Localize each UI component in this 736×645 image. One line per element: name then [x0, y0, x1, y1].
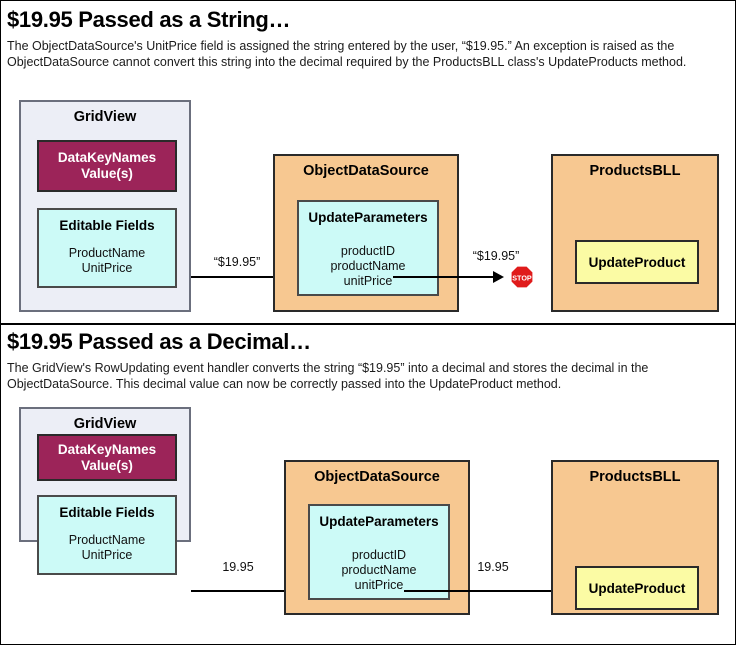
updateparameters-list-2: productID productName unitPrice — [310, 548, 448, 593]
update-parameter-item: productID — [351, 548, 407, 562]
editable-fields-title-1: Editable Fields — [59, 218, 155, 233]
gridview-title-2: GridView — [73, 416, 137, 432]
stop-sign-icon: STOP — [510, 265, 535, 290]
update-parameter-item: productID — [340, 244, 396, 258]
gridview-box-2: GridView DataKeyNames Value(s) Editable … — [19, 407, 191, 575]
editable-fields-title-2: Editable Fields — [59, 505, 155, 520]
datakeynames-line-1: DataKeyNames — [57, 441, 157, 457]
update-parameter-item: unitPrice — [354, 578, 404, 592]
arrow-head-1-2 — [493, 271, 504, 283]
section-1-title: $19.95 Passed as a String… — [7, 7, 291, 32]
arrow-label-2-1: 19.95 — [222, 560, 254, 574]
update-parameter-item: unitPrice — [343, 274, 393, 288]
editable-fields-list-2: ProductName UnitPrice — [39, 533, 175, 563]
datakeynames-line-2: Value(s) — [81, 457, 133, 473]
update-parameter-item: productName — [341, 563, 417, 577]
editable-field-item: UnitPrice — [81, 548, 133, 562]
productsbll-title-2: ProductsBLL — [589, 469, 681, 485]
svg-text:STOP: STOP — [512, 273, 532, 282]
updateproduct-box-2: UpdateProduct — [575, 566, 699, 610]
updateproduct-label-1: UpdateProduct — [588, 254, 686, 270]
section-string-case: $19.95 Passed as a String… The ObjectDat… — [1, 1, 735, 323]
editable-field-item: UnitPrice — [81, 261, 133, 275]
gridview-title-1: GridView — [73, 109, 137, 125]
updateparameters-title-1: UpdateParameters — [308, 210, 428, 225]
arrow-line-1-1 — [191, 276, 329, 278]
editable-fields-list-1: ProductName UnitPrice — [39, 246, 175, 276]
objectdatasource-title-2: ObjectDataSource — [314, 469, 440, 485]
editable-fields-box-1: Editable Fields ProductName UnitPrice — [37, 208, 177, 288]
datakeynames-box-2: DataKeyNames Value(s) — [37, 434, 177, 481]
arrow-label-1-1: “$19.95” — [213, 255, 261, 269]
section-2-title: $19.95 Passed as a Decimal… — [7, 329, 311, 354]
editable-field-item: ProductName — [68, 246, 146, 260]
arrow-line-2-2 — [404, 590, 565, 592]
editable-fields-box-2: Editable Fields ProductName UnitPrice — [37, 495, 177, 575]
arrow-line-1-2 — [393, 276, 499, 278]
datakeynames-line-1: DataKeyNames — [57, 150, 157, 165]
section-divider — [1, 323, 735, 325]
updateparameters-box-2: UpdateParameters productID productName u… — [308, 504, 450, 600]
objectdatasource-title-1: ObjectDataSource — [303, 163, 429, 179]
datakeynames-box-1: DataKeyNames Value(s) — [37, 140, 177, 192]
productsbll-title-1: ProductsBLL — [589, 163, 681, 179]
arrow-line-2-1 — [191, 590, 341, 592]
objectdatasource-box-1: ObjectDataSource UpdateParameters produc… — [273, 154, 459, 312]
datakeynames-line-2: Value(s) — [81, 166, 133, 181]
arrow-label-2-2: 19.95 — [477, 560, 509, 574]
productsbll-box-1: ProductsBLL UpdateProduct — [551, 154, 719, 312]
section-1-description: The ObjectDataSource's UnitPrice field i… — [7, 39, 687, 69]
update-parameter-item: productName — [330, 259, 406, 273]
gridview-box-1: GridView DataKeyNames Value(s) Editable … — [19, 100, 191, 312]
updateparameters-list-1: productID productName unitPrice — [299, 244, 437, 289]
updateproduct-box-1: UpdateProduct — [575, 240, 699, 284]
objectdatasource-box-2: ObjectDataSource UpdateParameters produc… — [284, 460, 470, 615]
editable-field-item: ProductName — [68, 533, 146, 547]
section-decimal-case: $19.95 Passed as a Decimal… The GridView… — [1, 325, 735, 644]
productsbll-box-2: ProductsBLL UpdateProduct — [551, 460, 719, 615]
updateparameters-box-1: UpdateParameters productID productName u… — [297, 200, 439, 296]
updateproduct-label-2: UpdateProduct — [588, 580, 686, 596]
section-2-description: The GridView's RowUpdating event handler… — [7, 361, 649, 391]
updateparameters-title-2: UpdateParameters — [319, 514, 439, 529]
arrow-label-1-2: “$19.95” — [472, 249, 520, 263]
